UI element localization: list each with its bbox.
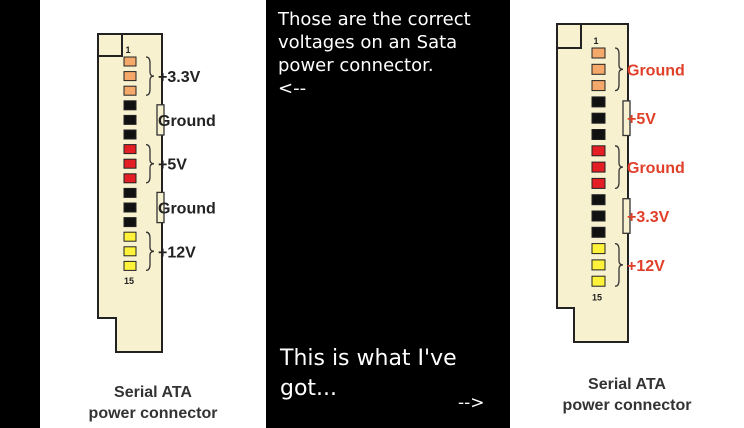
- left-connector-diagram: 1 15 +3.3V Ground +5V Ground +12V: [97, 33, 216, 353]
- left-pin-11: [123, 202, 137, 213]
- right-caption-line1: Serial ATA: [588, 376, 666, 393]
- right-caption-line2: power connector: [562, 397, 692, 414]
- bottom-note-arrow: -->: [458, 393, 485, 413]
- right-pin-13: [591, 243, 606, 255]
- right-brace-3: [614, 145, 624, 190]
- left-pin-14: [123, 246, 137, 257]
- right-pin-14: [591, 259, 606, 271]
- right-group-label-5: +12V: [627, 258, 665, 275]
- left-group-label-1: +3.3V: [158, 69, 201, 86]
- bottom-note: This is what I've got... -->: [280, 344, 500, 413]
- left-pin-2: [123, 71, 137, 82]
- right-pin-number-bottom: 15: [592, 293, 602, 303]
- left-square-bracket-4: [156, 191, 165, 224]
- left-pin-9: [123, 173, 137, 184]
- left-pin-8: [123, 158, 137, 169]
- left-pin-10: [123, 187, 137, 198]
- right-pin-12: [591, 226, 606, 238]
- left-pin-7: [123, 144, 137, 155]
- left-caption-line1: Serial ATA: [114, 384, 192, 401]
- right-pin-4: [591, 96, 606, 108]
- left-pin-13: [123, 231, 137, 242]
- left-pin-number-top: 1: [125, 45, 130, 55]
- left-pin-1: [123, 56, 137, 67]
- right-pin-7: [591, 145, 606, 157]
- top-note-arrow: <--: [278, 78, 307, 99]
- right-pin-9: [591, 177, 606, 189]
- left-pin-12: [123, 217, 137, 228]
- left-group-label-3: +5V: [158, 157, 187, 174]
- right-pin-11: [591, 210, 606, 222]
- top-note-text: Those are the correct voltages on an Sat…: [278, 9, 471, 76]
- right-group-label-4: +3.3V: [627, 209, 670, 226]
- right-pin-10: [591, 194, 606, 206]
- left-caption-line2: power connector: [88, 405, 218, 422]
- right-pin-number-top: 1: [593, 36, 598, 46]
- right-pin-1: [591, 47, 606, 59]
- right-pin-5: [591, 112, 606, 124]
- left-group-label-2: Ground: [158, 113, 216, 130]
- left-pin-3: [123, 85, 137, 96]
- right-caption: Serial ATA power connector: [510, 374, 744, 416]
- left-pin-number-bottom: 15: [124, 276, 134, 286]
- right-group-label-1: Ground: [627, 62, 685, 79]
- left-group-label-5: +12V: [158, 244, 196, 261]
- right-group-label-3: Ground: [627, 160, 685, 177]
- right-square-bracket-2: [622, 100, 631, 137]
- right-brace-1: [614, 47, 624, 92]
- right-group-label-2: +5V: [627, 111, 656, 128]
- right-connector-panel: 1 15 Ground +5V Ground +3.3V +12V Serial ATA p…: [510, 0, 744, 428]
- left-brace-3: [145, 143, 155, 184]
- top-note: Those are the correct voltages on an Sat…: [278, 8, 506, 100]
- right-connector-diagram: 1 15 Ground +5V Ground +3.3V +12V: [556, 23, 685, 343]
- left-brace-5: [145, 231, 155, 272]
- left-connector-key: [97, 33, 123, 57]
- left-caption: Serial ATA power connector: [40, 382, 266, 424]
- left-pin-6: [123, 129, 137, 140]
- right-square-bracket-4: [622, 198, 631, 234]
- right-connector-key: [556, 23, 582, 49]
- right-pin-3: [591, 80, 606, 92]
- left-pin-15: [123, 260, 137, 271]
- right-pin-15: [591, 275, 606, 287]
- left-group-label-4: Ground: [158, 201, 216, 218]
- left-square-bracket-2: [156, 104, 165, 136]
- right-pin-8: [591, 161, 606, 173]
- left-connector-panel: 1 15 +3.3V Ground +5V Ground +12V Serial ATA p…: [40, 0, 266, 428]
- left-brace-1: [145, 56, 155, 96]
- left-pin-5: [123, 114, 137, 125]
- right-pin-2: [591, 63, 606, 75]
- right-pin-6: [591, 129, 606, 140]
- right-brace-5: [614, 242, 624, 287]
- bottom-note-text: This is what I've got...: [280, 346, 457, 401]
- left-pin-4: [123, 100, 137, 111]
